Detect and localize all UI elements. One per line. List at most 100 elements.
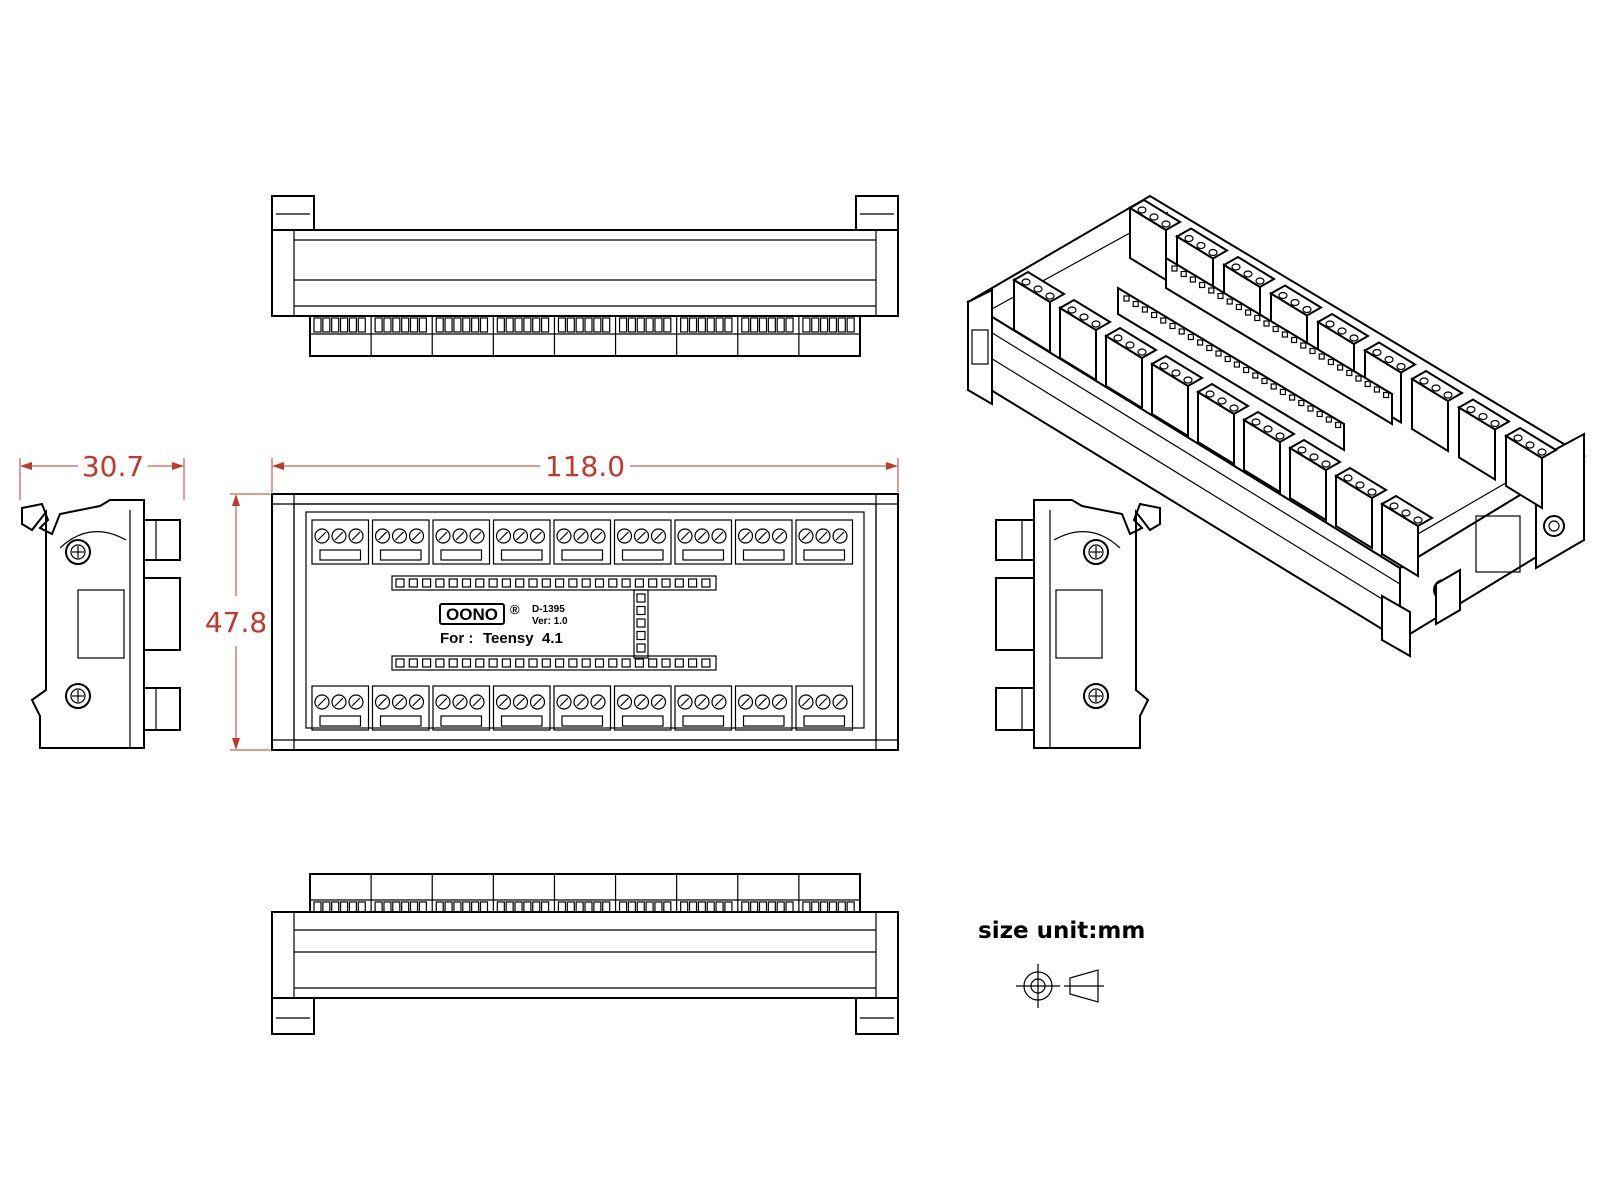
iso-header-pin [1298, 399, 1305, 407]
terminal-base [500, 549, 543, 561]
header-pin [648, 658, 658, 668]
terminal-clamp [627, 317, 637, 333]
iso-header-pin [1261, 377, 1268, 385]
screw-slot [818, 697, 828, 707]
iso-header-pin [1382, 391, 1390, 399]
iso-header-pin [1279, 388, 1287, 396]
screw-icon [391, 528, 408, 544]
screw-icon [452, 694, 468, 710]
terminal-clamp [802, 317, 811, 333]
terminal-base [561, 549, 604, 561]
screw-icon [590, 694, 606, 710]
version-text: Ver: 1.0 [532, 616, 568, 627]
iso-header-pin [1198, 281, 1206, 289]
header-pin [435, 658, 445, 668]
header-pin [687, 658, 698, 668]
screw-slot [775, 697, 784, 707]
terminal-block [795, 685, 854, 731]
screw-icon [408, 694, 425, 710]
screw-icon [616, 528, 633, 544]
terminal-block [613, 685, 672, 731]
screw-slot [334, 531, 344, 541]
right-side-view [995, 499, 1161, 749]
screw-icon [556, 528, 572, 544]
header-pin [634, 578, 645, 588]
screw-icon [469, 694, 485, 710]
terminal-base [803, 715, 846, 727]
screw-icon [529, 528, 546, 544]
header-pin [448, 578, 458, 588]
terminal-clamp [532, 317, 541, 333]
iso-header-pin [1141, 306, 1149, 313]
terminal-clamp [540, 317, 550, 333]
screw-slot [697, 531, 707, 541]
header-pin [568, 658, 578, 668]
terminal-clamp [706, 317, 715, 333]
terminal-block [795, 519, 854, 565]
header-pin [621, 578, 631, 588]
screw-slot [334, 697, 344, 707]
terminal-clamp [523, 317, 532, 333]
header-pin [475, 578, 485, 588]
terminal-clamp [471, 317, 480, 333]
terminal-clamp [645, 317, 654, 333]
header-pin [554, 578, 565, 588]
screw-slot [576, 531, 586, 541]
screw-icon [374, 694, 391, 710]
screw-slot [637, 697, 646, 707]
terminal-clamp [496, 317, 505, 333]
terminal-base [742, 715, 785, 727]
iso-screw-icon [1401, 509, 1411, 517]
terminal-block [553, 685, 612, 731]
terminal-clamp [566, 317, 575, 333]
iso-header-pin [1224, 355, 1231, 363]
iso-screw-icon [1196, 241, 1206, 250]
terminal-block [674, 519, 733, 565]
header-pin [581, 658, 591, 668]
iso-header-pin [1150, 311, 1158, 319]
header-pin [395, 578, 405, 588]
screw-slot [741, 531, 750, 541]
screw-slot [818, 531, 828, 541]
screw-icon [616, 694, 633, 710]
header-pin [568, 578, 578, 588]
length-value: 118.0 [545, 450, 625, 483]
iso-header-pin [1263, 320, 1270, 327]
iso-header-pin [1169, 322, 1176, 330]
screw-icon [331, 694, 347, 710]
screw-slot [680, 697, 690, 707]
terminal-base [500, 715, 543, 727]
terminal-clamp [331, 317, 340, 333]
header-pin [594, 658, 605, 668]
header-pin-column [633, 589, 649, 659]
header-pin [634, 658, 645, 668]
iso-header-pin [1189, 276, 1197, 283]
header-pin [501, 578, 511, 588]
bottom-view [271, 873, 899, 1035]
header-pin [636, 593, 646, 603]
front-top-terminal-row [311, 519, 854, 565]
screw-slot [412, 531, 421, 541]
header-pin [661, 578, 671, 588]
iso-header-pin [1364, 380, 1371, 388]
terminal-clamp [618, 317, 628, 333]
screw-icon [452, 528, 468, 544]
header-pin [501, 658, 511, 668]
screw-icon [798, 528, 814, 544]
iso-header-pin [1187, 333, 1195, 341]
screw-slot [499, 531, 508, 541]
terminal-clamp [462, 317, 471, 333]
screw-icon [374, 528, 391, 544]
terminal-block [432, 685, 491, 731]
iso-screw-icon [1367, 488, 1377, 496]
screw-slot [801, 697, 811, 707]
screw-icon [650, 528, 667, 544]
iso-header-pin [1160, 317, 1167, 324]
iso-header-pin [1235, 303, 1243, 311]
iso-screw-icon [1205, 390, 1215, 398]
terminal-clamp [418, 317, 427, 333]
terminal-clamp [663, 317, 672, 333]
height-value: 47.8 [205, 606, 267, 639]
terminal-clamp [505, 317, 514, 333]
terminal-clamp [724, 317, 733, 333]
